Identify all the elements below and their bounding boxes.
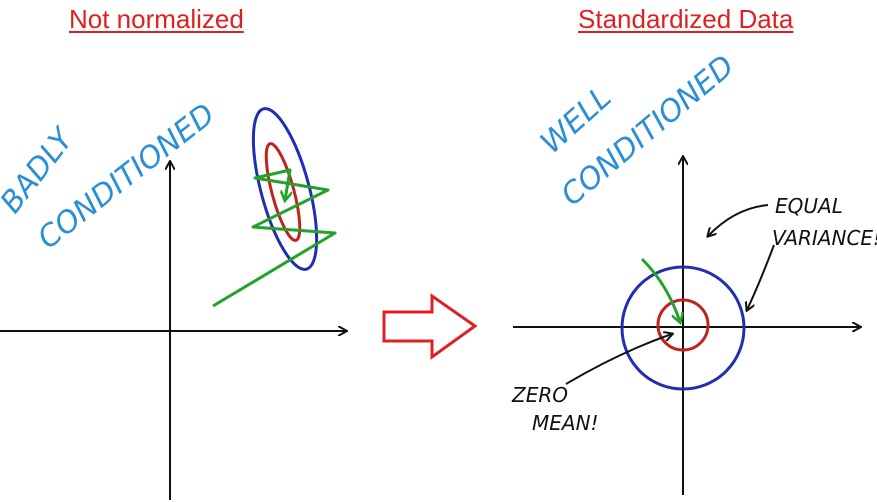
right-inner-contour bbox=[656, 298, 710, 352]
conditioned-left-label: CONDITIONED bbox=[31, 97, 221, 256]
zero-annotation-line2: MEAN! bbox=[532, 411, 599, 435]
right-descent-path bbox=[640, 257, 680, 322]
left-panel: BADLY CONDITIONED bbox=[0, 97, 346, 500]
title-standardized-data: Standardized Data bbox=[578, 4, 794, 34]
right-outer-contour bbox=[620, 265, 746, 391]
equal-annotation-line2: VARIANCE! bbox=[772, 226, 877, 250]
right-panel: WELL CONDITIONED EQUAL VARIANCE! ZERO ME… bbox=[511, 49, 877, 495]
left-inner-contour bbox=[264, 142, 302, 242]
equal-variance-pointer-right bbox=[747, 244, 775, 310]
title-not-normalized: Not normalized bbox=[69, 4, 244, 34]
equal-variance-pointer-top bbox=[708, 204, 769, 236]
left-outer-contour bbox=[251, 107, 319, 271]
equal-annotation-line1: EQUAL bbox=[775, 194, 843, 218]
zero-annotation-line1: ZERO bbox=[511, 383, 568, 407]
right-arrow-icon bbox=[382, 293, 478, 360]
conditioned-left-text: CONDITIONED bbox=[31, 97, 221, 256]
left-descent-path bbox=[212, 168, 337, 308]
zero-mean-pointer bbox=[565, 334, 672, 385]
